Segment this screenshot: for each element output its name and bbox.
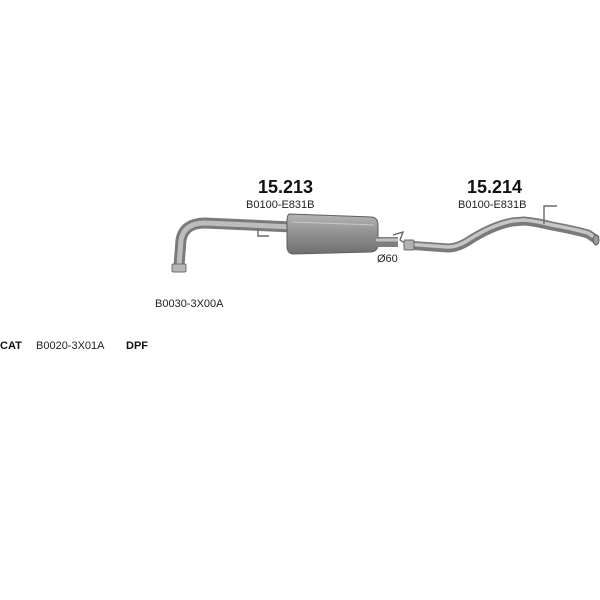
tailpipe-icon [592, 234, 600, 246]
tailpipe-15-214-highlight [405, 218, 598, 249]
oem-code-15-213: B0100-E831B [246, 199, 315, 211]
front-pipe-oem-code: B0030-3X00A [155, 298, 224, 310]
part-number-15-213[interactable]: 15.213 [258, 177, 314, 197]
rear-silencer-seam [291, 221, 375, 226]
oem-code-15-214: B0100-E831B [458, 199, 527, 211]
legend-cat-label: CAT [0, 340, 22, 352]
legend-cat-code: B0020-3X01A [36, 340, 105, 352]
tailpipe-hanger-icon [543, 205, 557, 224]
inlet-pipe-15-213-highlight [176, 220, 293, 267]
part-15-213-assembly[interactable] [171, 213, 407, 273]
hanger-bracket-icon [257, 229, 269, 237]
tailpipe-inlet-collar-icon [403, 239, 415, 251]
legend-dpf-label: DPF [126, 340, 148, 352]
rear-silencer-icon [286, 213, 379, 255]
pipe-diameter-label: Ø60 [377, 253, 398, 265]
pipe-clamp-icon [392, 231, 407, 245]
part-number-15-214[interactable]: 15.214 [467, 177, 523, 197]
part-15-214-assembly[interactable] [403, 205, 600, 253]
inlet-flange-icon [171, 263, 187, 273]
inlet-pipe-15-213 [173, 217, 293, 267]
